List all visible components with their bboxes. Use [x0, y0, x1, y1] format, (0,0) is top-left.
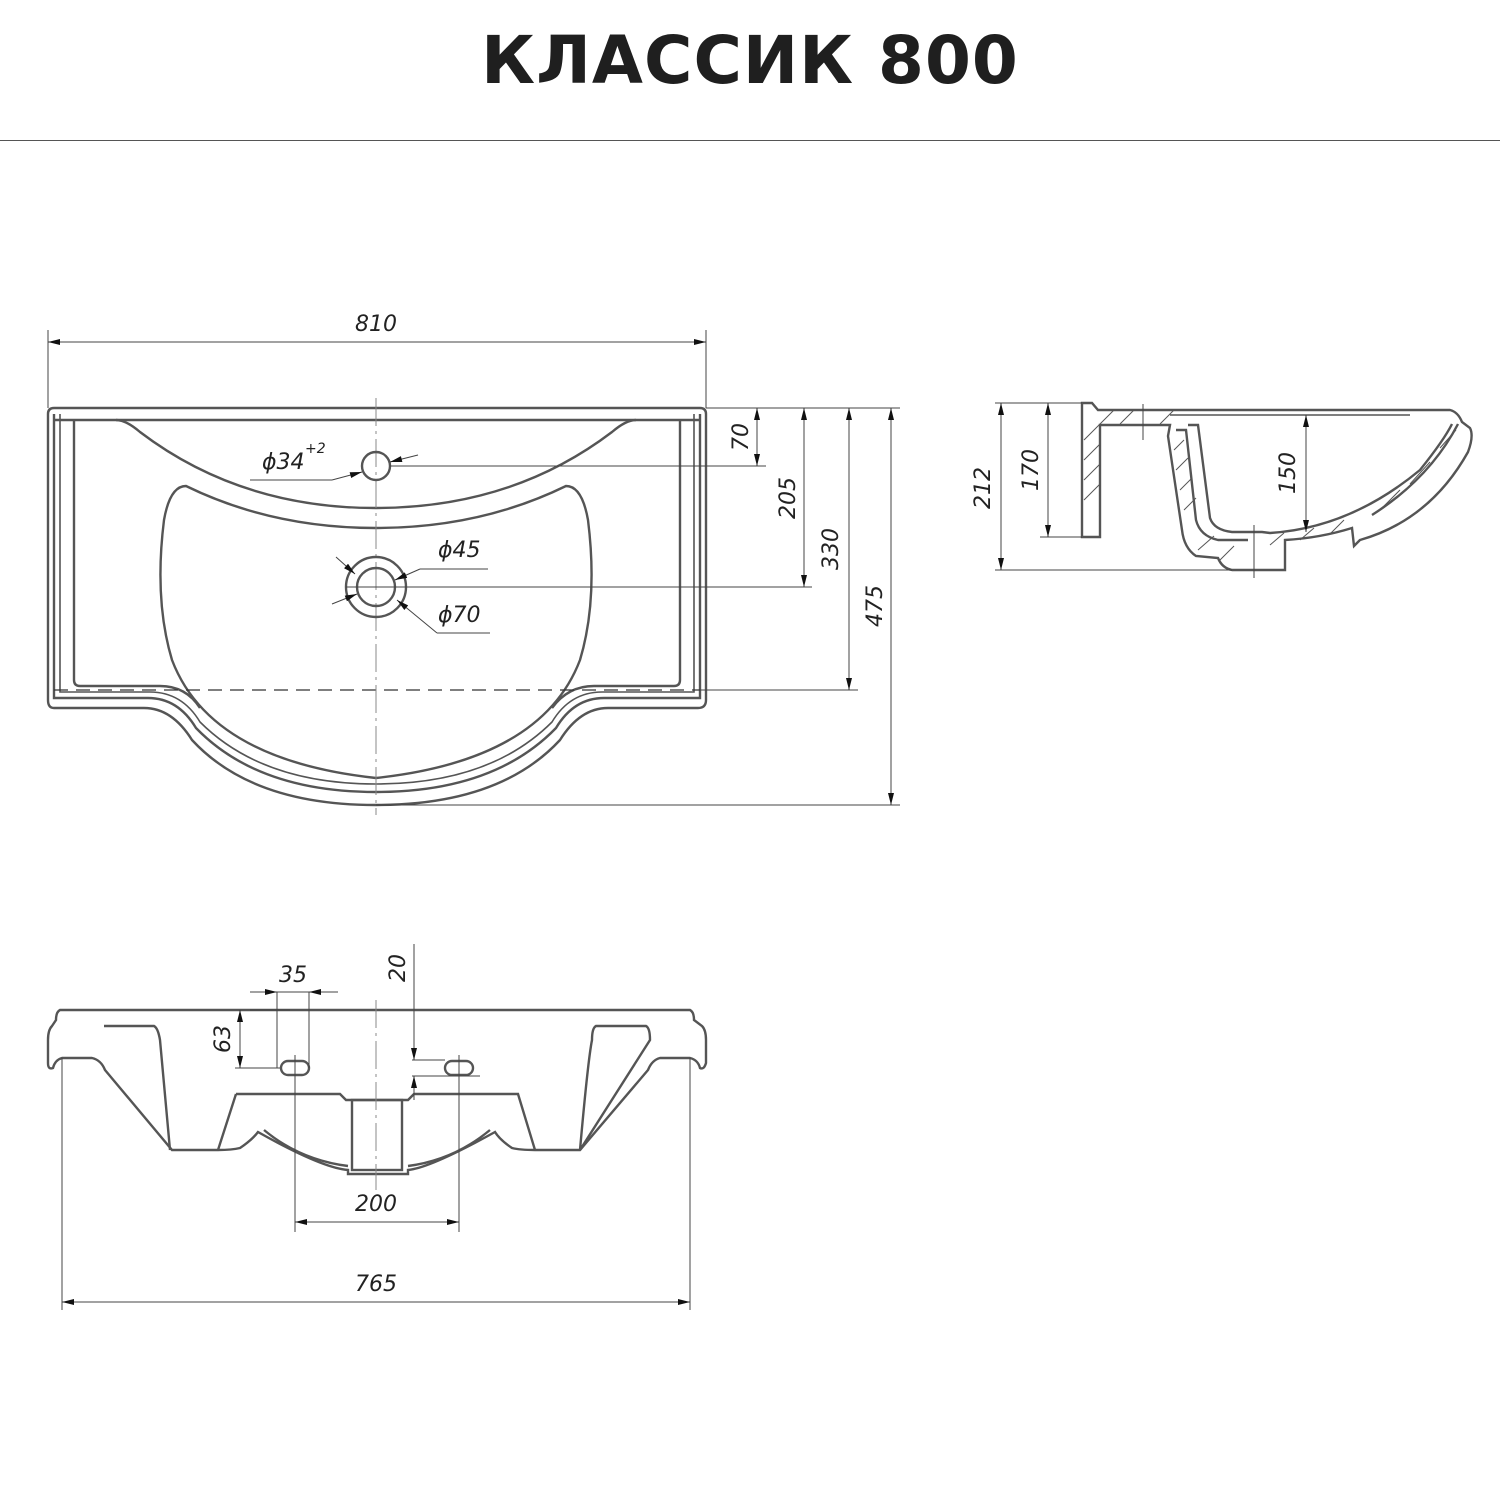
dim-drain-outer: ϕ70 [438, 603, 481, 628]
dim-slot-width: 35 [279, 963, 307, 988]
dim-tap-offset: 70 [729, 423, 754, 451]
dim-rear-width: 765 [355, 1272, 397, 1297]
dim-rear-height: 170 [1019, 449, 1044, 491]
dim-body-depth: 330 [819, 528, 844, 570]
page-title: КЛАССИК 800 [481, 22, 1019, 99]
dim-drain-inner: ϕ45 [438, 538, 481, 563]
dim-tap-hole: ϕ34 [262, 450, 305, 475]
rear-view: 35 63 20 200 [46, 944, 708, 1500]
side-section-view: 212 170 150 [971, 401, 1473, 578]
title-divider [0, 140, 1500, 141]
dim-drain-offset: 205 [776, 477, 801, 519]
dim-overall-width: 810 [355, 312, 397, 337]
top-view: 810 ϕ34 +2 ϕ45 ϕ70 70 205 330 475 [46, 312, 900, 815]
dim-tap-hole-tolerance: +2 [305, 441, 326, 457]
dim-slot-height: 63 [211, 1025, 236, 1053]
dim-slot-offset: 20 [386, 954, 411, 982]
dim-overall-height: 212 [971, 467, 996, 509]
dim-slot-spacing: 200 [355, 1192, 397, 1217]
dim-overall-depth: 475 [863, 585, 888, 627]
dim-bowl-depth: 150 [1276, 452, 1301, 494]
